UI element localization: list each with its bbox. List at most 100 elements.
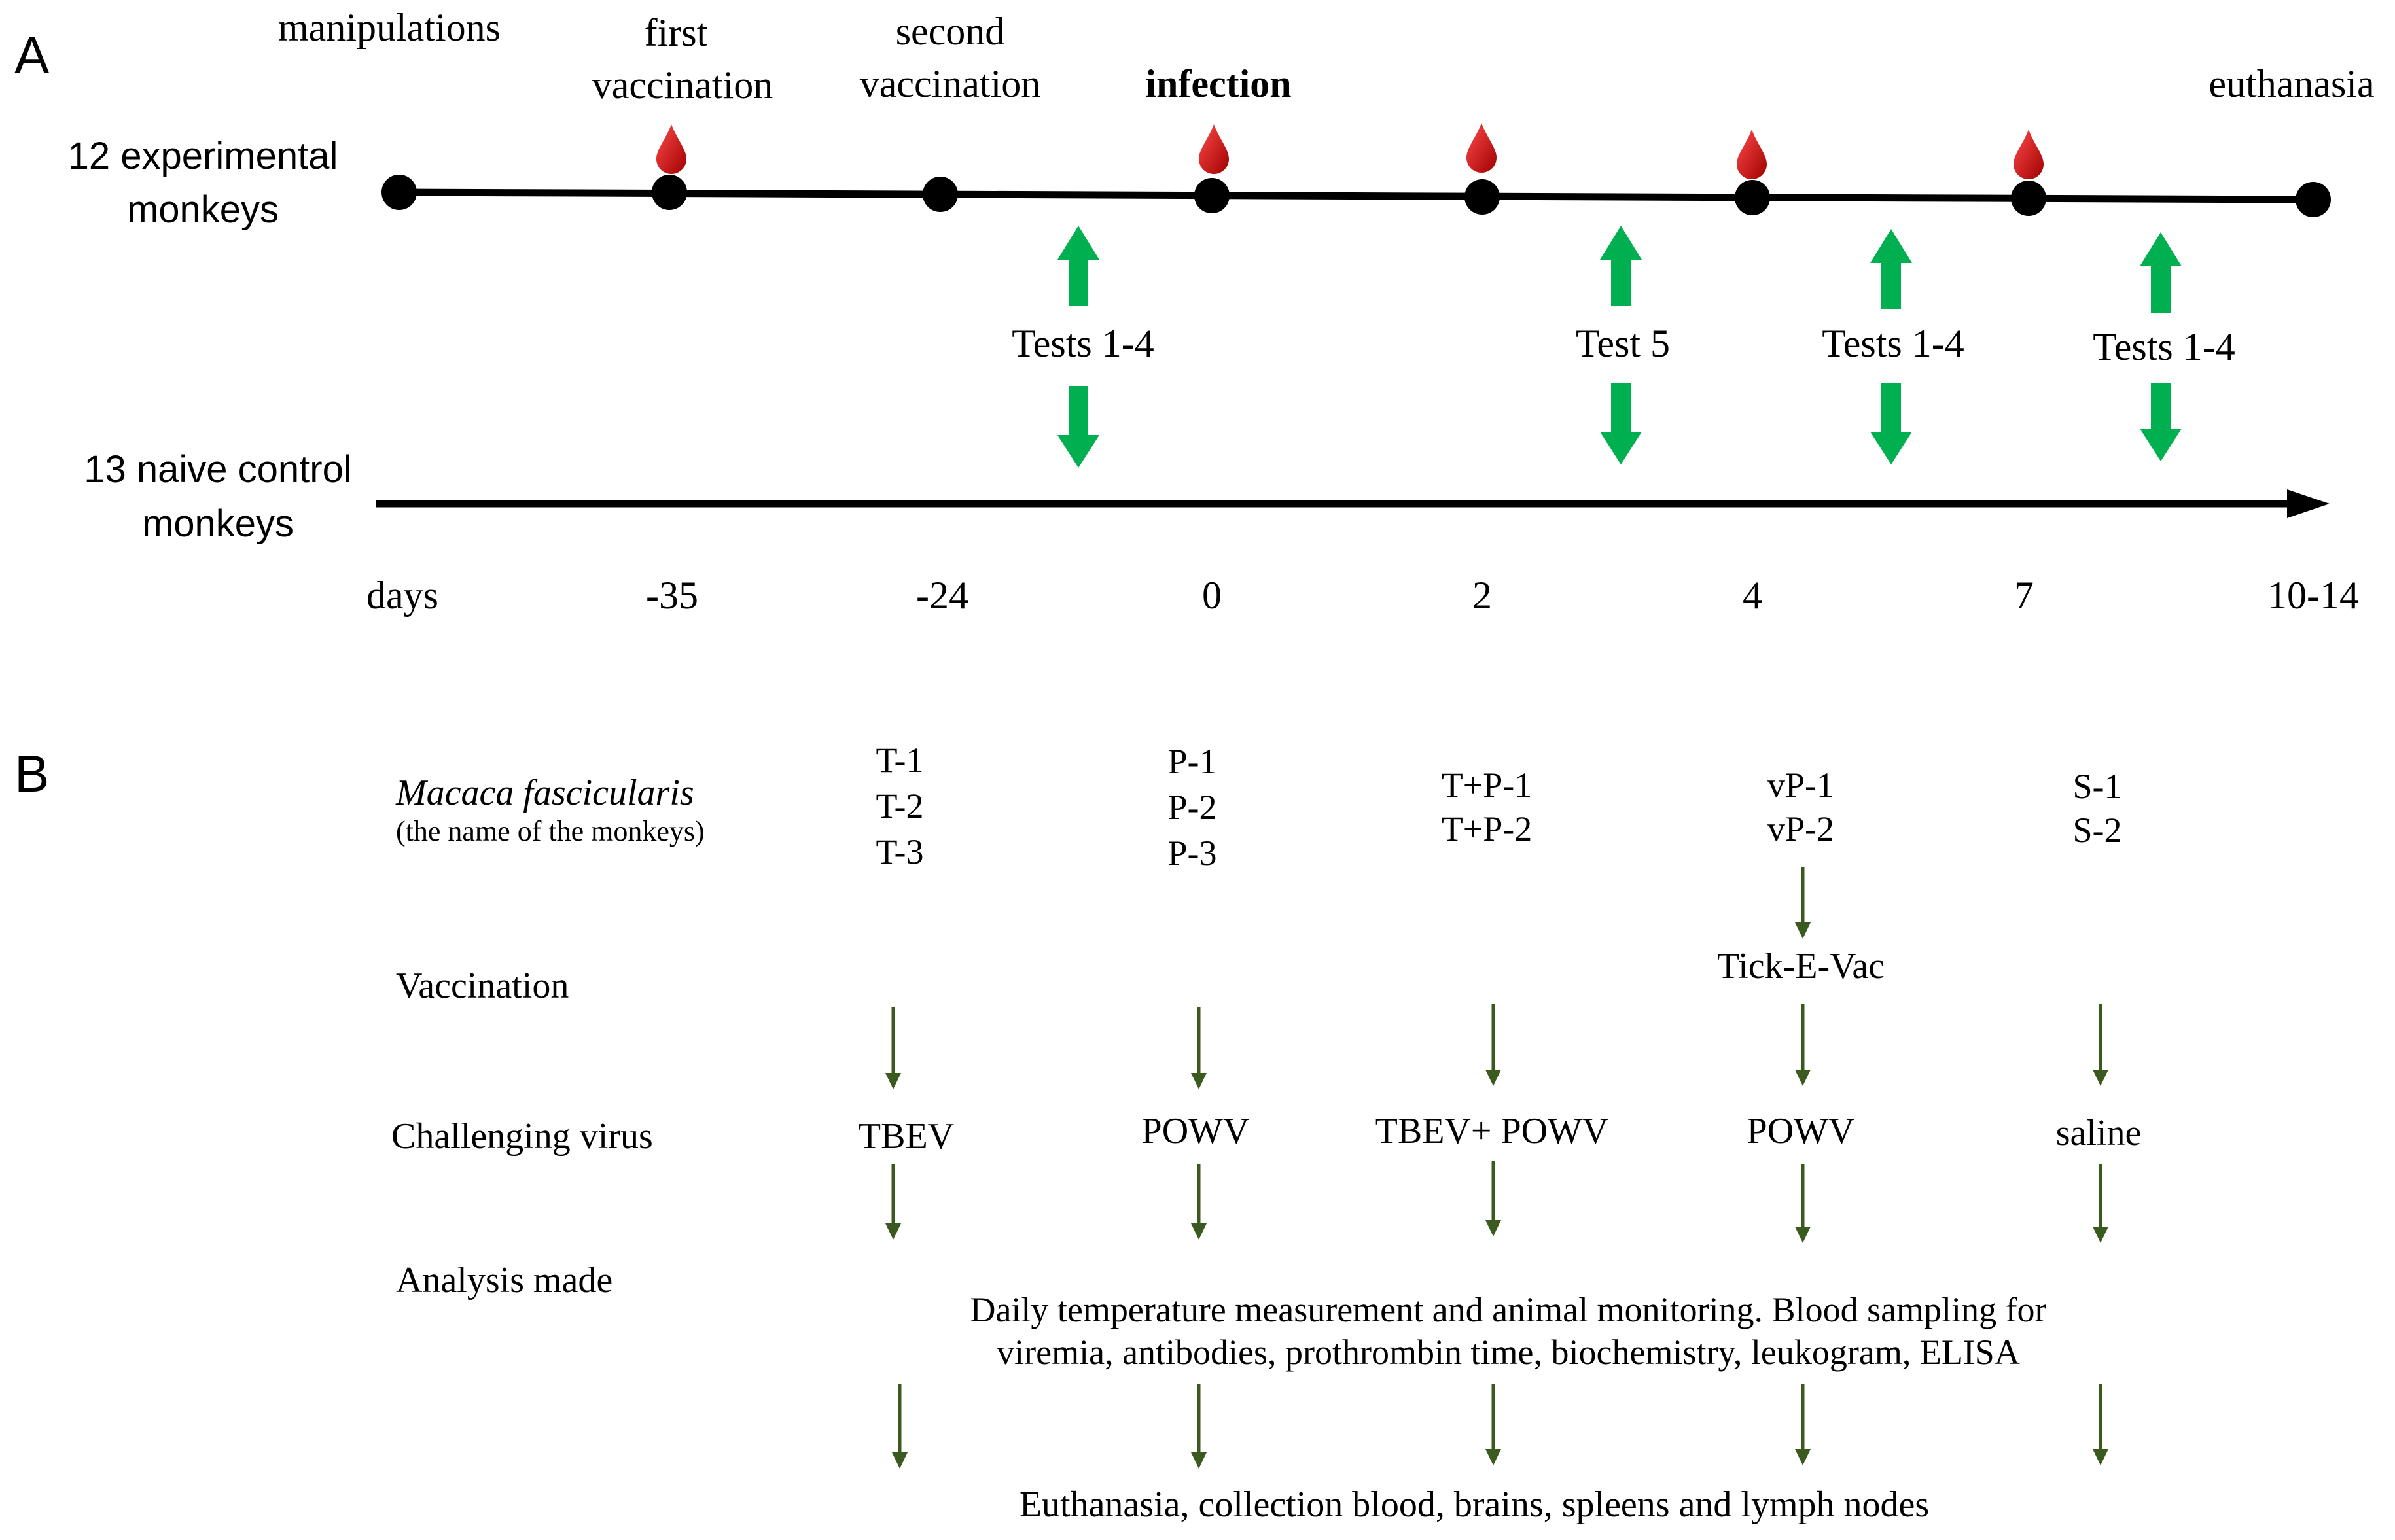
day-tick: 7: [2014, 574, 2034, 617]
species-label: Macaca fascicularis: [395, 773, 694, 813]
monkey-name: vP-1: [1767, 765, 1834, 805]
final-step-text: Euthanasia, collection blood, brains, sp…: [1020, 1484, 1929, 1525]
blood-drops: [656, 123, 2044, 179]
timeline-dot: [652, 175, 687, 210]
second-vaccination-label-1: second: [896, 10, 1005, 53]
test-label: Tests 1-4: [1822, 322, 1964, 365]
monkey-name: P-3: [1167, 833, 1216, 873]
flow-arrow-head: [1191, 1223, 1207, 1240]
flow-arrow-head: [892, 1452, 908, 1469]
test-up-arrow: [1870, 229, 1912, 309]
flow-arrow-head: [1485, 1070, 1501, 1086]
test-down-arrow: [1600, 383, 1642, 464]
group-names: T-1 T-2 T-3 P-1 P-2 P-3 T+P-1 T+P-2 vP-1…: [876, 741, 2121, 873]
monkey-name: T+P-2: [1442, 809, 1532, 849]
test-up-arrow: [1057, 226, 1099, 306]
test-label: Tests 1-4: [2093, 325, 2235, 368]
blood-drop-icon: [2014, 130, 2044, 179]
virus-label: TBEV: [859, 1116, 954, 1157]
flow-arrow-head: [2093, 1070, 2108, 1086]
species-note: (the name of the monkeys): [396, 815, 705, 847]
monkey-name: S-2: [2072, 811, 2121, 850]
euthanasia-label: euthanasia: [2209, 62, 2374, 105]
monkey-name: T-3: [876, 832, 923, 871]
control-group-label-1: 13 naive control: [84, 448, 351, 491]
analysis-text-2: viremia, antibodies, prothrombin time, b…: [997, 1333, 2020, 1372]
timeline-dot: [1194, 178, 1230, 213]
day-tick: -24: [916, 574, 968, 617]
virus-label: POWV: [1142, 1111, 1250, 1151]
timeline-dots: [381, 175, 2331, 217]
blood-drop-icon: [1737, 130, 1767, 179]
monkey-name: T+P-1: [1442, 765, 1532, 805]
first-vaccination-label-1: first: [645, 11, 708, 54]
experimental-group-label-2: monkeys: [127, 188, 279, 231]
panel-b-label: B: [14, 744, 49, 803]
day-tick: 4: [1743, 574, 1762, 617]
flow-arrow-head: [1191, 1073, 1207, 1089]
test-down-arrow: [1057, 386, 1099, 468]
blood-drop-icon: [656, 124, 686, 174]
test-arrows: [1057, 226, 2182, 468]
flow-arrow-head: [1795, 1070, 1811, 1086]
test-down-arrow: [1870, 383, 1912, 464]
manipulations-label: manipulations: [278, 6, 501, 49]
monkey-name: T-1: [876, 741, 923, 780]
days-label: days: [366, 574, 438, 617]
top-labels: manipulations first vaccination second v…: [278, 6, 2375, 107]
test-up-arrow: [1600, 226, 1642, 306]
control-group-label-2: monkeys: [142, 502, 294, 545]
virus-label: POWV: [1747, 1111, 1855, 1151]
flow-arrow-head: [1191, 1452, 1207, 1469]
day-tick: 2: [1472, 574, 1492, 617]
experimental-timeline: [399, 188, 2314, 203]
monkey-name: P-2: [1167, 788, 1216, 827]
flow-arrow-head: [2093, 1449, 2108, 1465]
flow-arrow-head: [885, 1073, 901, 1089]
timeline-dot: [923, 177, 958, 212]
virus-labels: TBEV POWV TBEV+ POWV POWV saline: [859, 1111, 2141, 1157]
infection-label: infection: [1145, 62, 1291, 105]
flow-arrow-head: [1485, 1220, 1501, 1236]
flow-arrows: [885, 867, 2108, 1469]
test-label: Tests 1-4: [1012, 322, 1154, 365]
timeline-dot: [2011, 181, 2046, 216]
timeline-dot: [1735, 180, 1770, 215]
flow-arrow-head: [885, 1223, 901, 1240]
timeline-dot: [1464, 179, 1500, 215]
day-tick: 10-14: [2267, 574, 2359, 617]
first-vaccination-label-2: vaccination: [592, 63, 773, 107]
test-labels: Tests 1-4 Test 5 Tests 1-4 Tests 1-4: [1012, 322, 2235, 368]
vaccination-row-label: Vaccination: [396, 966, 569, 1006]
monkey-name: P-1: [1167, 742, 1216, 781]
analysis-row-label: Analysis made: [396, 1260, 612, 1301]
timeline-dot: [381, 175, 417, 210]
monkey-name: T-2: [876, 786, 923, 826]
day-tick: 0: [1202, 574, 1222, 617]
timeline-dot: [2296, 182, 2331, 217]
challenging-row-label: Challenging virus: [391, 1116, 653, 1157]
test-down-arrow: [2140, 383, 2182, 461]
panel-a-label: A: [14, 26, 50, 84]
control-timeline-arrowhead: [2287, 489, 2330, 518]
vaccine-label: Tick-E-Vac: [1717, 946, 1885, 987]
monkey-name: vP-2: [1767, 809, 1834, 849]
flow-arrow-head: [1485, 1449, 1501, 1465]
day-tick: -35: [646, 574, 698, 617]
monkey-name: S-1: [2072, 767, 2121, 806]
days-row: days -35 -24 0 2 4 7 10-14: [366, 574, 2359, 617]
flow-arrow-head: [1795, 1449, 1811, 1465]
blood-drop-icon: [1466, 123, 1497, 173]
second-vaccination-label-2: vaccination: [860, 62, 1041, 105]
virus-label: saline: [2056, 1113, 2142, 1153]
flow-arrow-head: [1795, 1227, 1811, 1243]
test-up-arrow: [2140, 232, 2182, 313]
test-label: Test 5: [1576, 322, 1670, 365]
flow-arrow-head: [1795, 922, 1811, 939]
flow-arrow-head: [2093, 1227, 2108, 1243]
blood-drop-icon: [1199, 124, 1229, 174]
experimental-group-label-1: 12 experimental: [68, 135, 338, 177]
virus-label: TBEV+ POWV: [1375, 1111, 1609, 1151]
analysis-text-1: Daily temperature measurement and animal…: [970, 1290, 2046, 1329]
